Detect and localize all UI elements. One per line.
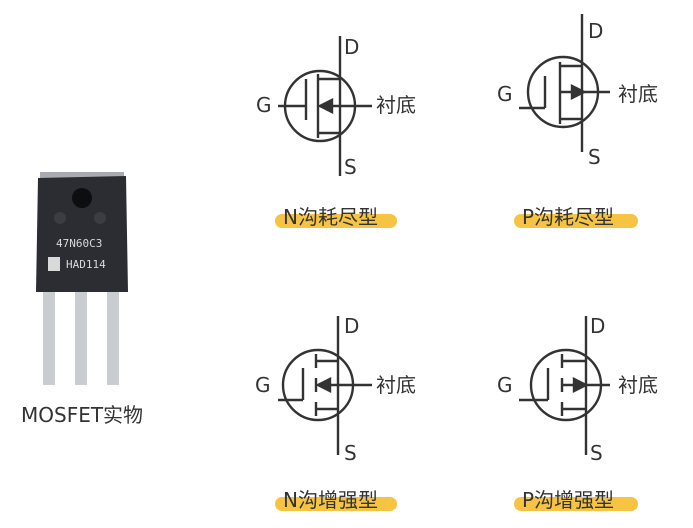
caption-highlight	[275, 497, 397, 511]
drain-label: D	[344, 314, 359, 338]
substrate-label: 衬底	[618, 82, 658, 106]
substrate-label: 衬底	[376, 93, 416, 117]
photo-caption: MOSFET实物	[21, 403, 143, 427]
symbol-p-depletion	[519, 14, 610, 152]
chip-marking-line1: 47N60C3	[56, 237, 102, 250]
mosfet-leg-right	[107, 285, 119, 385]
mosfet-dimple-right	[94, 212, 106, 224]
mosfet-leg-middle	[75, 285, 87, 385]
drain-label: D	[588, 19, 603, 43]
symbol-n-enhancement	[278, 316, 372, 455]
symbol-caption: P沟增强型	[522, 488, 614, 512]
gate-label: G	[497, 82, 513, 106]
caption-highlight	[514, 497, 638, 511]
substrate-label: 衬底	[618, 373, 658, 397]
source-label: S	[344, 155, 357, 179]
mosfet-leg-left	[43, 285, 55, 385]
symbol-n-depletion	[278, 36, 372, 176]
source-label: S	[590, 441, 603, 465]
chip-marking-line2: HAD114	[66, 258, 106, 271]
mosfet-dimple-left	[54, 212, 66, 224]
substrate-label: 衬底	[376, 373, 416, 397]
mosfet-mount-hole	[72, 188, 92, 208]
gate-label: G	[255, 373, 271, 397]
gate-label: G	[497, 373, 513, 397]
caption-highlight	[275, 214, 397, 228]
mosfet-photo: 47N60C3 HAD114	[36, 172, 128, 385]
drain-label: D	[344, 35, 359, 59]
manufacturer-logo-icon	[48, 257, 60, 271]
symbol-caption: N沟耗尽型	[283, 205, 378, 229]
gate-label: G	[256, 93, 272, 117]
symbol-p-enhancement	[519, 316, 610, 455]
symbol-caption: P沟耗尽型	[522, 205, 614, 229]
source-label: S	[588, 145, 601, 169]
drain-label: D	[590, 314, 605, 338]
caption-highlight	[514, 214, 638, 228]
symbol-caption: N沟增强型	[283, 488, 378, 512]
source-label: S	[344, 441, 357, 465]
